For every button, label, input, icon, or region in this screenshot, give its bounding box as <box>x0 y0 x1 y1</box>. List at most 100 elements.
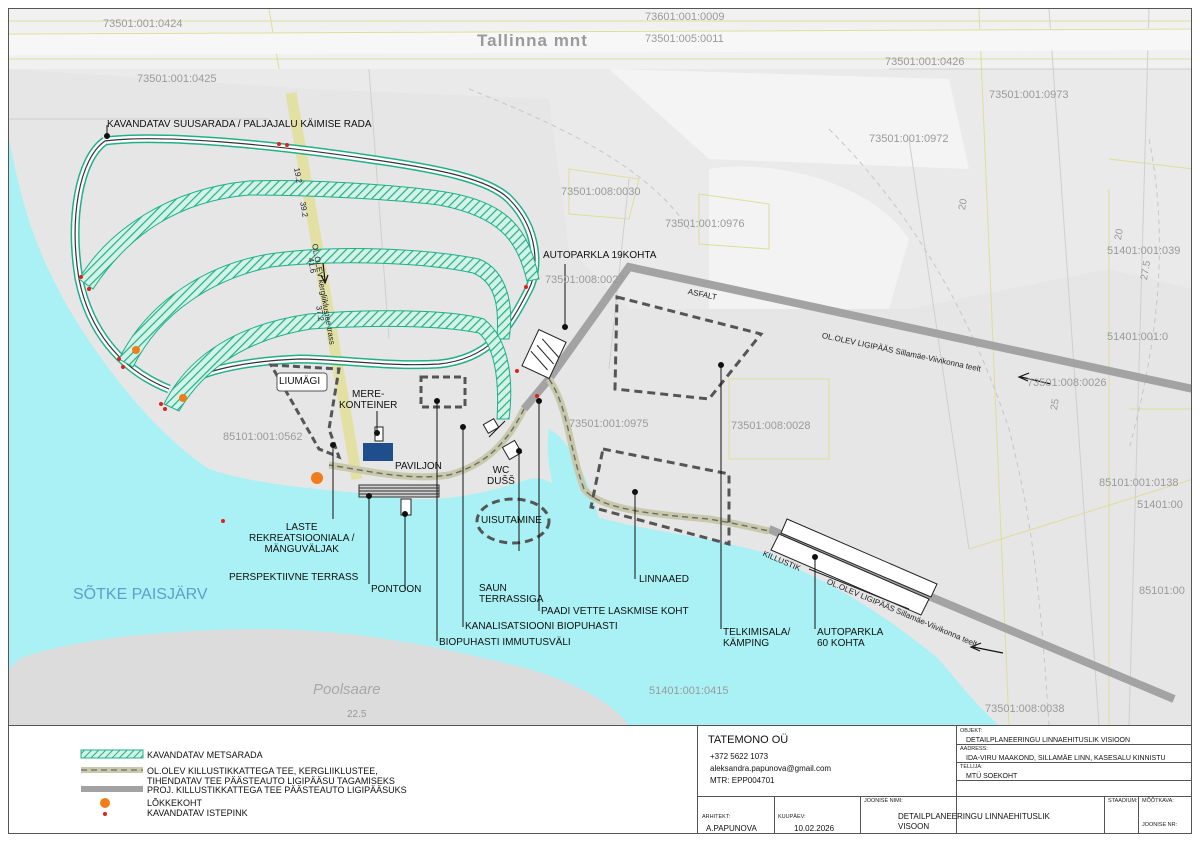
kanalisatsioon-label: KANALISATSIOONI BIOPUHASTI <box>465 621 618 632</box>
parking-60 <box>770 518 938 616</box>
parcel-label: 73501:008:0038 <box>985 703 1065 715</box>
tellija-label: TELLIJA: <box>960 764 983 770</box>
bench-points <box>79 142 539 523</box>
road-name-label: Tallinna mnt <box>477 31 588 50</box>
legend-gravel-1: OL.OLEV KILLUSTIKKATTEGA TEE, KERGLIIKLU… <box>147 766 378 776</box>
legend-proj: PROJ. KILLUSTIKKATTEGA TEE PÄÄSTEAUTO LI… <box>147 785 407 795</box>
island-name-label: Poolsaare <box>313 681 381 698</box>
direction-arrows <box>320 262 1052 654</box>
pavilion <box>363 443 393 461</box>
telkimisala-label-line: TELKIMISALA/ <box>723 627 791 638</box>
grey-lines <box>9 9 1191 725</box>
parcel-label: 73501:001:0976 <box>665 218 745 230</box>
parcel-label: 51401:001:039 <box>1107 245 1181 257</box>
parcel-label: 51401:001:0 <box>1107 331 1169 343</box>
laste-label-line: MÄNGUVÄLJAK <box>264 544 339 555</box>
parcel-label: 51401:00 <box>1137 499 1183 511</box>
parcel-label: 73501:001:0424 <box>103 18 183 30</box>
phone: +372 5622 1073 <box>710 752 769 761</box>
forest-light-2 <box>609 69 969 169</box>
saun <box>482 417 500 435</box>
laste-label: LASTE REKREATSIOONIALA / MÄNGUVÄLJAK <box>249 522 354 555</box>
poolsaare-island <box>9 629 629 725</box>
pavilion-label: PAVILJON <box>395 461 442 472</box>
tellija: MTÜ SOEKOHT <box>966 773 1018 780</box>
parking-19-label: AUTOPARKLA 19KOHTA <box>543 250 657 261</box>
legend: KAVANDATAV METSARADA OL.OLEV KILLUSTIKKA… <box>9 725 697 833</box>
parcel-label: 73501:008:0027 <box>545 274 625 286</box>
contour-label: 25 <box>1049 398 1062 411</box>
uisutamine-area <box>475 497 551 545</box>
pontoon-label: PONTOON <box>371 584 422 595</box>
kergliiklustee-trail <box>285 92 363 480</box>
parcel-label: 85101:001:0138 <box>1099 477 1179 489</box>
aadress: IDA-VIRU MAAKOND, SILLAMÄE LINN, KASESAL… <box>966 755 1166 762</box>
contour-label: 20 <box>957 198 970 211</box>
joonise-nimi-1: DETAILPLANEERINGU LINNAEHITUSLIK <box>898 812 1050 821</box>
parcel-label: 73501:001:0426 <box>885 56 965 68</box>
parcel-label: 73501:001:0972 <box>869 133 949 145</box>
lake-name-label: SÕTKE PAISJÄRV <box>73 586 208 603</box>
parking-60-label: AUTOPARKLA 60 KOHTA <box>817 627 883 649</box>
parcel-label: 73501:008:0030 <box>561 186 641 198</box>
parking-60-label-line: AUTOPARKLA <box>817 627 884 638</box>
joonise-nimi-2: VISOON <box>898 822 930 831</box>
gravel-roads <box>328 377 770 535</box>
legend-lokkekoht: LÕKKEKOHT <box>147 798 203 808</box>
liumagi-label: LIUMÄGI <box>279 376 321 387</box>
legend-swatch-metsarada <box>80 749 144 759</box>
paadi-label: PAADI VETTE LASKMISE KOHT <box>541 606 689 617</box>
contour-label: 22.5 <box>347 709 367 720</box>
legend-gravel-2: TIHENDATAV TEE PÄÄSTEAUTO LIGIPÄÄSU TAGA… <box>147 776 395 786</box>
kuupaev-label: KUUPÄEV: <box>778 814 806 820</box>
proj-roads <box>520 262 1191 703</box>
parcel-label: 51401:001:0415 <box>649 685 729 697</box>
wc-building <box>501 439 523 461</box>
laste-label-line: LASTE <box>285 522 318 533</box>
legend-swatches <box>80 749 144 816</box>
inlet-water <box>547 429 599 529</box>
lake-water <box>9 139 999 725</box>
telkimisala-label: TELKIMISALA/ KÄMPING <box>723 627 790 649</box>
joonise-nimi-label: JOONISE NIMI: <box>864 798 903 804</box>
map-frame: 73501:001:0424 73601:001:0009 73501:005:… <box>8 8 1192 834</box>
parcel-label: 73501:001:0973 <box>989 89 1069 101</box>
leader-lines <box>104 125 818 641</box>
objekt: DETAILPLANEERINGU LINNAEHITUSLIK VISIOON <box>966 737 1131 744</box>
title-block: TATEMONO OÜ +372 5622 1073 aleksandra.pa… <box>697 725 1191 833</box>
objekt-label: OBJEKT: <box>960 728 983 734</box>
mere-konteiner-label-line: MERE- <box>352 389 385 400</box>
telkimisala-area <box>589 447 731 546</box>
ski-trail-label: KAVANDATAV SUUSARADA / PALJAJALU KÄIMISE… <box>107 119 372 130</box>
arhitekt: A.PAPUNOVA <box>706 824 757 833</box>
telkimisala-label-line: KÄMPING <box>723 638 770 649</box>
terrace-label: PERSPEKTIIVNE TERRASS <box>229 572 359 583</box>
mere-konteiner-label: MERE- KONTEINER <box>339 389 397 411</box>
parcel-label: 73501:008:0028 <box>731 420 811 432</box>
perspective-terrace <box>358 484 440 498</box>
email[interactable]: aleksandra.papunova@gmail.com <box>710 764 832 773</box>
mtr: MTR: EPP004701 <box>710 776 775 785</box>
linnaaed-label: LINNAAED <box>639 574 690 585</box>
legend-metsarada: KAVANDATAV METSARADA <box>147 750 263 760</box>
saun-label: SAUN TERRASSIGA <box>479 583 543 605</box>
mere-konteiner-label-line: KONTEINER <box>339 400 398 411</box>
parcel-label: 73501:001:0425 <box>137 73 217 85</box>
legend-istepink: KAVANDATAV ISTEPINK <box>147 808 248 818</box>
kuupaev: 10.02.2026 <box>794 824 835 833</box>
bonfire-points <box>132 346 323 484</box>
parking-19 <box>521 328 567 380</box>
wc-label-line: WC <box>492 465 510 476</box>
legend-swatch-bench <box>103 812 107 816</box>
laste-label-line: REKREATSIOONIALA / <box>249 533 355 544</box>
site-map <box>9 9 1191 725</box>
linnaaed-area <box>613 295 764 401</box>
contour-label: 20 <box>1113 228 1126 241</box>
tallinna-mnt-band <box>9 28 1191 55</box>
aadress-label: AADRESS: <box>960 746 988 752</box>
parcel-label: 73601:001:0009 <box>645 11 725 23</box>
contours <box>468 88 1160 725</box>
parcel-label: 73501:001:0975 <box>569 418 649 430</box>
saun-label-line: SAUN <box>479 583 507 594</box>
uisutamine-label: UISUTAMINE <box>481 515 542 526</box>
